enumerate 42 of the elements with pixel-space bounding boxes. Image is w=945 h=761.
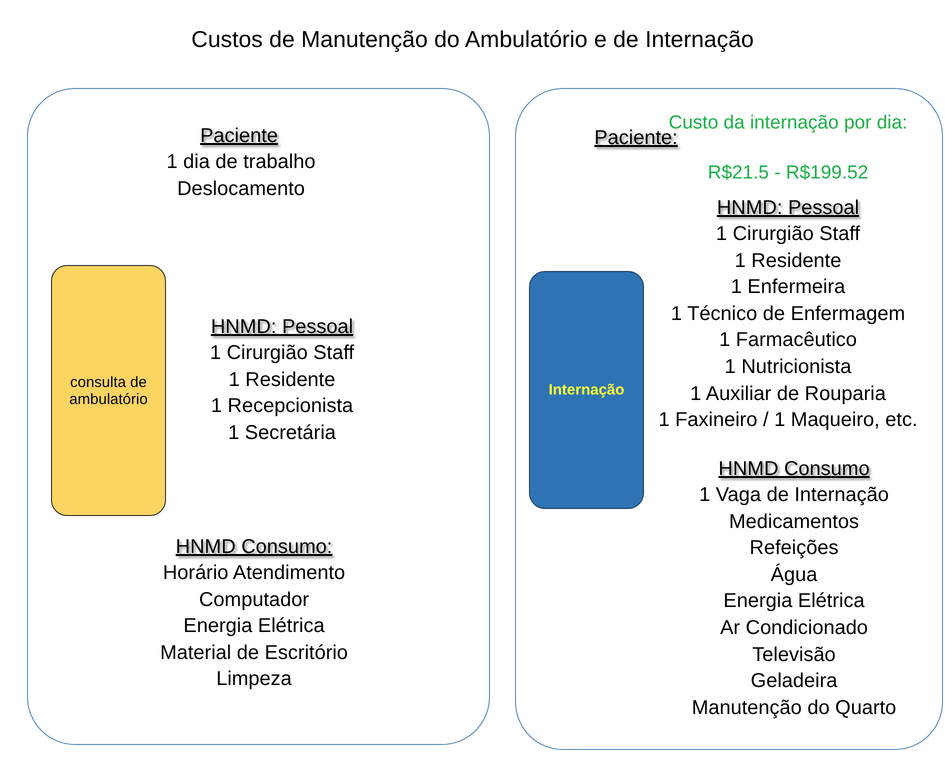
list-item: Deslocamento — [177, 176, 305, 201]
list-item: Energia Elétrica — [183, 614, 325, 638]
box-label: Internação — [548, 382, 626, 398]
list-item: 1 Farmacêutico — [719, 328, 857, 352]
list-item: Limpeza — [216, 667, 292, 692]
diagram-title: Custos de Manutenção do Ambulatório e de Internação — [190, 26, 755, 53]
list-item: Água — [770, 562, 818, 587]
list-item: 1 Enfermeira — [730, 275, 846, 300]
section-heading: HNMD Consumo — [718, 457, 870, 481]
list-item: 1 Nutricionista — [724, 355, 852, 379]
list-item: Computador — [198, 588, 310, 612]
list-item: 1 Secretária — [228, 420, 336, 445]
list-item: Refeições — [750, 536, 838, 560]
rounded-box — [529, 271, 644, 509]
list-item: Material de Escritório — [160, 640, 348, 665]
rounded-panel — [515, 88, 943, 750]
list-item: Geladeira — [750, 669, 838, 694]
section-heading: Paciente — [200, 124, 278, 148]
rounded-box — [51, 265, 166, 516]
list-item: Televisão — [752, 642, 836, 667]
list-item: Manutenção do Quarto — [692, 696, 896, 720]
list-item: 1 Auxiliar de Rouparia — [690, 382, 886, 406]
list-item: Horário Atendimento — [162, 561, 346, 585]
list-item: 1 Residente — [734, 248, 842, 273]
list-item: 1 Residente — [228, 368, 336, 392]
rounded-panel — [27, 88, 490, 745]
cost-note: R$21.5 - R$199.52 — [708, 162, 868, 186]
list-item: 1 Cirurgião Staff — [716, 222, 860, 246]
list-item: 1 Técnico de Enfermagem — [670, 302, 906, 326]
section-heading: HNMD Consumo: — [176, 535, 332, 559]
list-item: Ar Condicionado — [720, 616, 868, 640]
list-item: Energia Elétrica — [723, 589, 865, 614]
section-heading: HNMD: Pessoal — [210, 315, 354, 339]
list-item: 1 Faxineiro / 1 Maqueiro, etc. — [658, 408, 918, 432]
cost-note: Custo da internação por dia: — [668, 112, 908, 134]
list-item: 1 Vaga de Internação — [699, 483, 889, 507]
list-item: 1 dia de trabalho — [166, 150, 316, 174]
section-heading: HNMD: Pessoal — [716, 196, 860, 220]
list-item: Medicamentos — [728, 510, 860, 534]
list-item: 1 Cirurgião Staff — [210, 341, 354, 365]
box-label: consulta de ambulatório — [68, 374, 149, 408]
list-item: 1 Recepcionista — [210, 394, 354, 418]
